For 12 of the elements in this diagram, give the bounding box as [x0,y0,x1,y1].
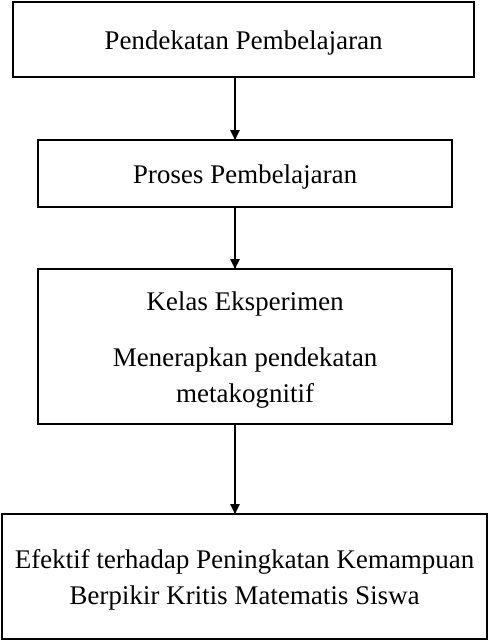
process-box [12,1,475,78]
box-text: Efektif terhadap Peningkatan Kemampuan Berpikir Kritis Matematis Siswa [14,542,476,612]
arrow [230,425,240,514]
process-box [1,513,488,640]
process-box [37,268,453,425]
arrow [230,78,240,140]
box-text: Proses Pembelajaran [132,158,358,191]
box-text: Menerapkan pendekatan metakognitif [112,340,378,410]
box-text: Pendekatan Pembelajaran [104,24,383,57]
arrow [230,208,240,269]
process-box [37,139,453,208]
box-text: Kelas Eksperimen [146,284,344,318]
